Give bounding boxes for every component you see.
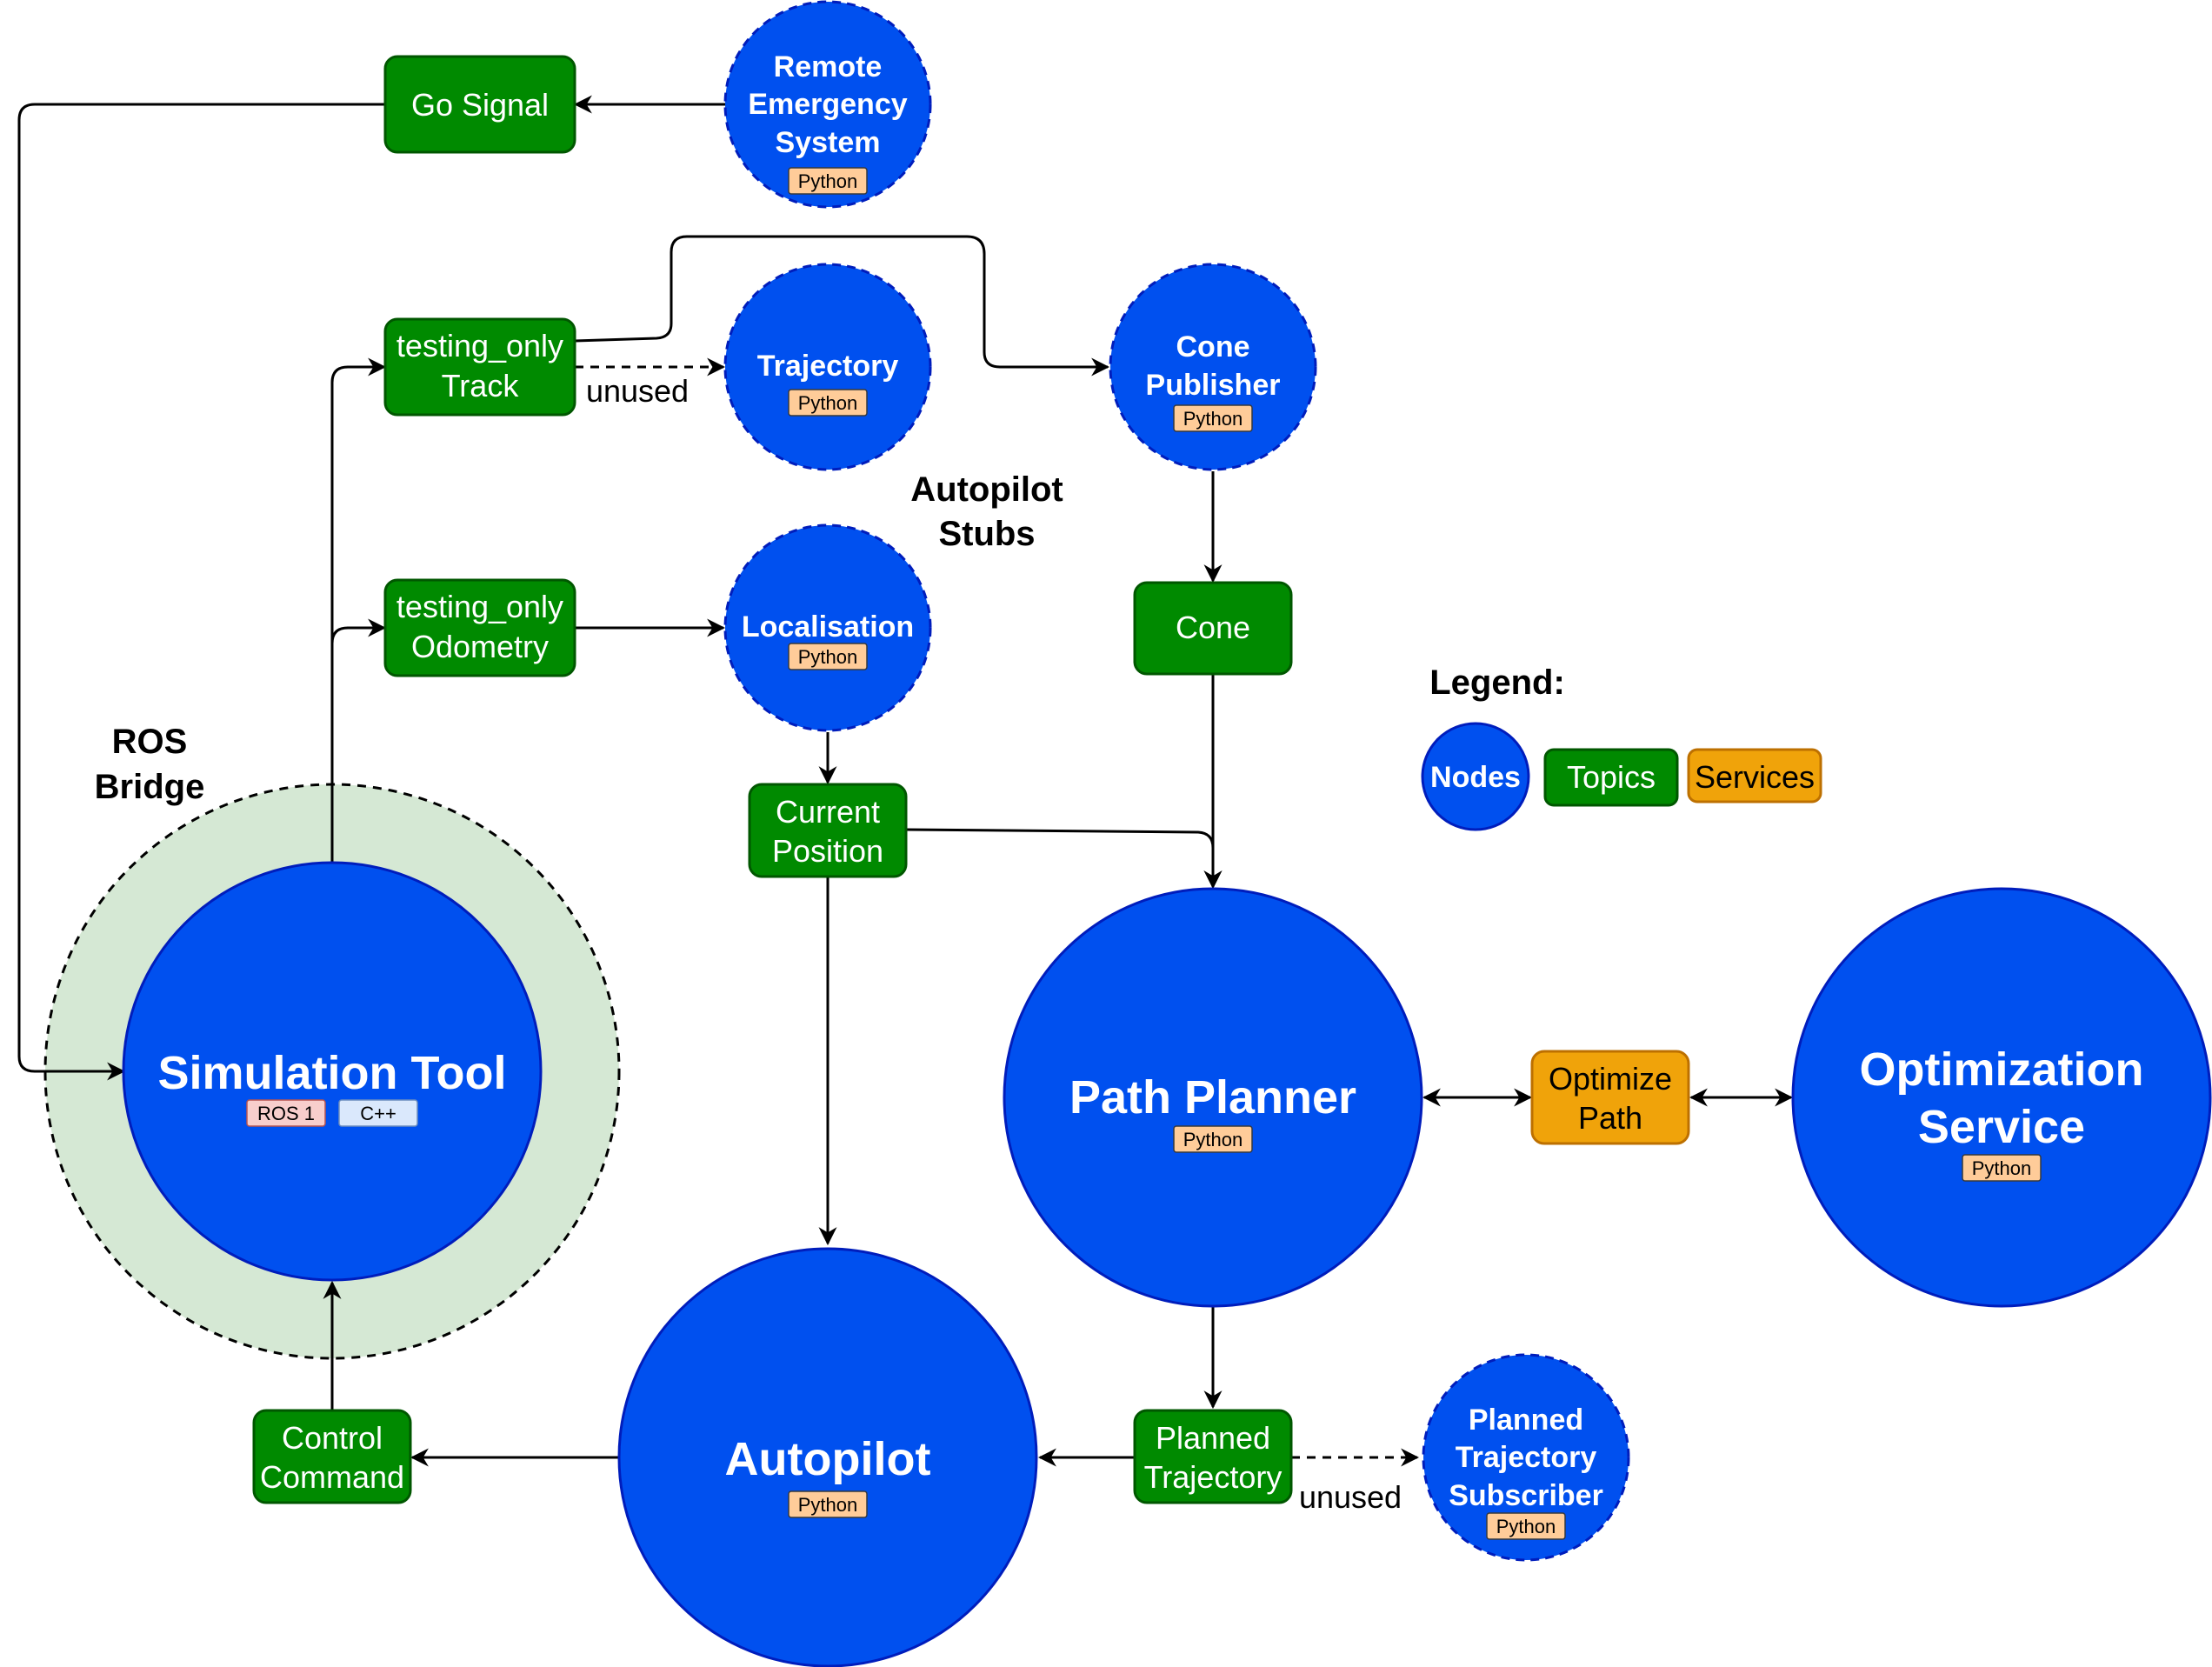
- autopilot-stubs-label: Autopilot: [910, 470, 1063, 509]
- node-remote-emergency-label-1: Remote: [774, 50, 883, 83]
- unused-label-track: unused: [586, 373, 689, 409]
- legend-nodes-label: Nodes: [1430, 761, 1521, 794]
- node-subscriber-label-2: Trajectory: [1456, 1441, 1597, 1474]
- node-autopilot[interactable]: Autopilot Python: [617, 1247, 1038, 1667]
- edge-go-signal-to-simulation: [17, 103, 385, 1081]
- topic-current-position-label-1: Current: [776, 794, 880, 830]
- topic-testing-only-track[interactable]: testing_only Track: [383, 317, 576, 417]
- node-remote-emergency-label-3: System: [776, 126, 881, 159]
- service-optimize-path-label-2: Path: [1578, 1100, 1642, 1136]
- topic-current-position[interactable]: Current Position: [748, 783, 908, 878]
- tag-python: Python: [798, 1494, 858, 1516]
- edge-current-position-to-path-planner: [905, 828, 1223, 890]
- ros-bridge-label: ROS: [112, 723, 188, 761]
- topic-control-command-label-2: Command: [260, 1459, 404, 1495]
- node-subscriber-label-1: Planned: [1469, 1404, 1583, 1437]
- tag-python: Python: [798, 392, 858, 414]
- node-simulation-tool[interactable]: Simulation Tool ROS 1 C++: [122, 861, 543, 1282]
- node-planned-trajectory-subscriber[interactable]: Planned Trajectory Subscriber Python: [1422, 1353, 1630, 1562]
- topic-planned-trajectory-label-2: Trajectory: [1144, 1459, 1283, 1495]
- unused-label-planned: unused: [1299, 1479, 1402, 1515]
- topic-cone[interactable]: Cone: [1133, 581, 1293, 676]
- topic-track-label-2: Track: [442, 368, 520, 403]
- service-optimize-path-label-1: Optimize: [1549, 1061, 1672, 1097]
- legend: Legend: Nodes Topics Services: [1421, 663, 1822, 831]
- node-remote-emergency-label-2: Emergency: [748, 88, 907, 121]
- node-cone-publisher-label-2: Publisher: [1146, 369, 1281, 402]
- node-optimization-service[interactable]: Optimization Service Python: [1791, 887, 2212, 1308]
- tag-cpp: C++: [360, 1103, 396, 1124]
- legend-topics-label: Topics: [1567, 759, 1656, 795]
- node-subscriber-label-3: Subscriber: [1449, 1479, 1603, 1512]
- tag-python: Python: [1183, 408, 1243, 430]
- node-localisation[interactable]: Localisation Python: [723, 523, 932, 732]
- tag-python: Python: [798, 646, 858, 668]
- legend-services: Services: [1687, 748, 1822, 803]
- node-cone-publisher[interactable]: Cone Publisher Python: [1109, 263, 1317, 471]
- edge-track-to-cone-publisher: [574, 235, 1110, 377]
- node-simulation-tool-label: Simulation Tool: [158, 1047, 507, 1099]
- node-cone-publisher-label-1: Cone: [1176, 330, 1250, 363]
- topic-odometry-label-2: Odometry: [411, 629, 549, 664]
- topic-go-signal-label: Go Signal: [411, 87, 549, 123]
- node-remote-emergency-system[interactable]: Remote Emergency System Python: [723, 0, 932, 209]
- legend-nodes: Nodes: [1421, 722, 1530, 831]
- node-path-planner-label: Path Planner: [1069, 1071, 1356, 1124]
- tag-python: Python: [1183, 1129, 1243, 1150]
- legend-title: Legend:: [1429, 663, 1565, 702]
- topic-planned-trajectory-label-1: Planned: [1156, 1420, 1270, 1456]
- edge-simulation-to-odometry: [330, 618, 387, 645]
- ros-bridge-label-2: Bridge: [95, 768, 205, 806]
- node-trajectory[interactable]: Trajectory Python: [723, 263, 932, 471]
- topic-cone-label: Cone: [1176, 610, 1250, 645]
- node-optimization-service-label-2: Service: [1918, 1101, 2085, 1153]
- topic-odometry-label-1: testing_only: [396, 589, 563, 624]
- legend-topics: Topics: [1543, 748, 1679, 807]
- tag-python: Python: [1972, 1157, 2032, 1179]
- node-optimization-service-label-1: Optimization: [1860, 1044, 2144, 1096]
- tag-python: Python: [798, 170, 858, 192]
- tag-python: Python: [1496, 1516, 1556, 1537]
- legend-services-label: Services: [1695, 759, 1815, 795]
- node-trajectory-label: Trajectory: [757, 350, 899, 383]
- autopilot-stubs-label-2: Stubs: [938, 515, 1035, 553]
- node-path-planner[interactable]: Path Planner Python: [1003, 887, 1423, 1308]
- tag-ros1: ROS 1: [257, 1103, 315, 1124]
- topic-planned-trajectory[interactable]: Planned Trajectory: [1133, 1409, 1293, 1504]
- topic-control-command-label-1: Control: [282, 1420, 383, 1456]
- topic-track-label-1: testing_only: [396, 328, 563, 363]
- node-autopilot-label: Autopilot: [725, 1433, 931, 1485]
- edge-simulation-to-track: [330, 357, 387, 863]
- topic-current-position-label-2: Position: [772, 833, 883, 869]
- node-localisation-label: Localisation: [742, 610, 914, 643]
- service-optimize-path[interactable]: Optimize Path: [1530, 1050, 1690, 1145]
- topic-testing-only-odometry[interactable]: testing_only Odometry: [383, 578, 576, 677]
- topic-control-command[interactable]: Control Command: [252, 1409, 412, 1504]
- topic-go-signal[interactable]: Go Signal: [383, 55, 576, 154]
